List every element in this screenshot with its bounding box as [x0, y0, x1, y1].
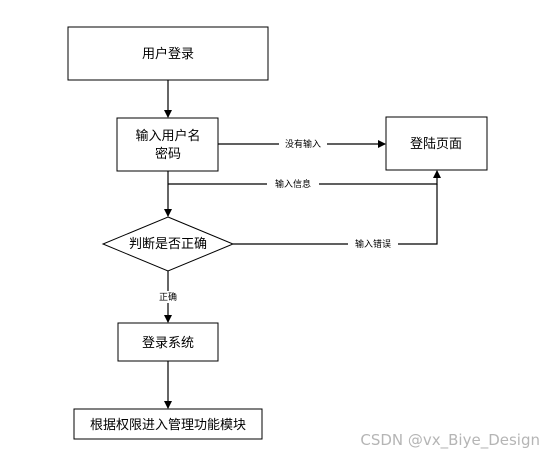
edge-input-error	[233, 184, 438, 245]
node-enter-system-label: 登录系统	[142, 336, 194, 351]
edge-correct-label-bg	[152, 291, 184, 303]
node-modules: 根据权限进入管理功能模块	[73, 408, 263, 440]
edge-input-info-label-bg	[267, 178, 319, 190]
node-user-login-label: 用户登录	[142, 46, 194, 62]
node-decision: 判断是否正确	[101, 216, 235, 272]
edge-no-input-label: 没有输入	[285, 138, 321, 150]
node-input-credentials: 输入用户名 密码	[116, 117, 219, 172]
node-login-page-label: 登陆页面	[410, 136, 462, 152]
edge-correct-label: 正确	[159, 291, 177, 303]
node-modules-label: 根据权限进入管理功能模块	[90, 417, 246, 433]
node-decision-label: 判断是否正确	[129, 237, 207, 252]
node-enter-system: 登录系统	[117, 322, 219, 362]
node-input-label-line2: 密码	[155, 146, 181, 162]
edge-input-info-label: 输入信息	[275, 178, 311, 190]
node-input-label-line1: 输入用户名	[135, 128, 200, 144]
edge-input-error-label-bg	[348, 238, 398, 250]
edge-no-input-label-bg	[279, 138, 327, 150]
node-login-page: 登陆页面	[385, 116, 488, 171]
node-user-login: 用户登录	[67, 26, 269, 81]
edge-input-error-label: 输入错误	[355, 238, 391, 250]
watermark: CSDN @vx_Biye_Design	[360, 431, 540, 450]
